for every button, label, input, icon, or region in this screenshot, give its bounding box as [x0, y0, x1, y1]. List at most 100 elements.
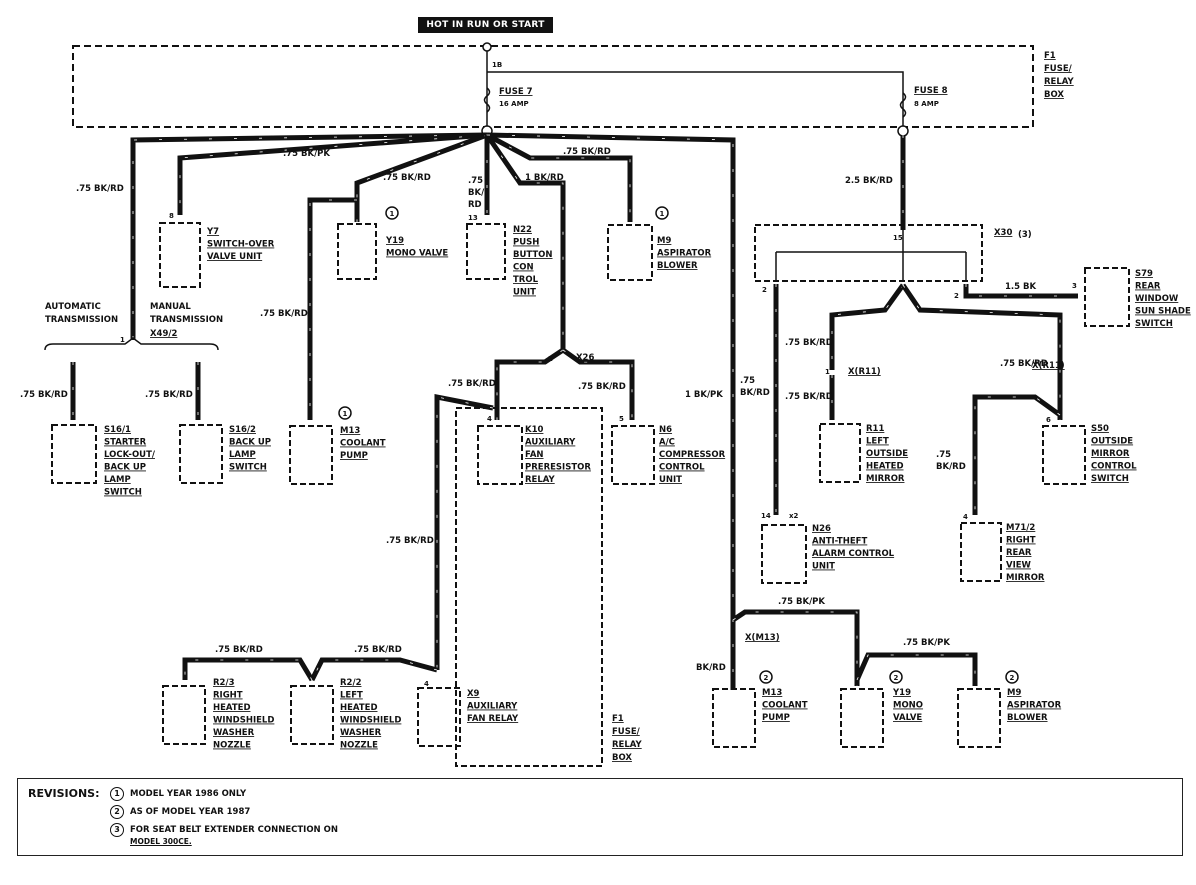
revision-badge-number: 1: [660, 210, 665, 218]
splice-icon: [897, 125, 909, 137]
component-s50-label: OUTSIDE: [1091, 437, 1133, 447]
transmission-label: TRANSMISSION: [45, 315, 118, 325]
pin-label: 4: [487, 415, 492, 423]
fuse-relay-box-outline: [72, 45, 1034, 128]
connector-label: X(R11): [848, 367, 881, 377]
wire-label: .75 BK/RD: [215, 645, 263, 655]
wire-main-left: [130, 132, 488, 340]
connector-x30-outline: [754, 224, 983, 282]
wire-label: .75 BK/RD: [1000, 359, 1048, 369]
wire-stripe: [902, 284, 1061, 420]
component-y19-label: MONO VALVE: [386, 249, 448, 259]
transmission-label: TRANSMISSION: [150, 315, 223, 325]
component-r11-box: [819, 423, 861, 483]
component-r23-label: R2/3: [213, 678, 235, 688]
component-s16_2-label: LAMP: [229, 450, 256, 460]
pin-label: 4: [424, 680, 429, 688]
component-s79-box: [1084, 267, 1130, 327]
component-r22-label: WASHER: [340, 728, 382, 738]
wire-label: .75 BK/RD: [145, 390, 193, 400]
pin-label: 1: [120, 336, 125, 344]
fuse-8-name: FUSE 8: [914, 86, 948, 96]
fuse-relay-box-lower-label: BOX: [612, 753, 632, 763]
revision-number-badge: 3: [110, 823, 124, 837]
component-x9-label: FAN RELAY: [467, 714, 519, 724]
component-s16_2-label: BACK UP: [229, 438, 271, 448]
transmission-label: MANUAL: [150, 302, 191, 312]
component-s50-label: SWITCH: [1091, 474, 1129, 484]
fuse-8-feed: [487, 71, 904, 130]
pin-label: 8: [169, 212, 174, 220]
component-s16_1-label: SWITCH: [104, 488, 142, 498]
component-m13-box: [289, 425, 333, 485]
pin-label: 14: [761, 512, 771, 520]
pin-label: 2: [954, 292, 959, 300]
wire-r23: [182, 657, 315, 682]
wire-label: .75 BK/PK: [778, 597, 825, 607]
component-m71-label: M71/2: [1006, 523, 1035, 533]
pin-label: 2: [762, 286, 767, 294]
pin-label: 15: [893, 234, 903, 242]
revision-item: 3 FOR SEAT BELT EXTENDER CONNECTION ON: [110, 823, 338, 837]
component-r22-label: R2/2: [340, 678, 362, 688]
revision-badge-number: 1: [343, 410, 348, 418]
revision-text: MODEL YEAR 1986 ONLY: [130, 789, 247, 799]
component-n6-label: N6: [659, 425, 672, 435]
revision-badge-number: 1: [390, 210, 395, 218]
component-k10-label: FAN: [525, 450, 544, 460]
component-k10-label: RELAY: [525, 475, 556, 485]
component-s16_2-label: SWITCH: [229, 463, 267, 473]
component-n22-label: CON: [513, 263, 534, 273]
component-r22-label: WINDSHIELD: [340, 716, 401, 726]
component-m9-label: ASPIRATOR: [657, 249, 712, 259]
wire-label: RD: [468, 200, 482, 210]
revision-item: 2 AS OF MODEL YEAR 1987: [110, 805, 250, 819]
component-y7-label: VALVE UNIT: [207, 252, 262, 262]
component-x9-box: [417, 687, 461, 747]
component-y19b-box: [840, 688, 884, 748]
component-r11-label: R11: [866, 424, 884, 434]
fuse-8-rating: 8 AMP: [914, 100, 939, 108]
component-m13-label: M13: [340, 426, 360, 436]
revision-subtext: MODEL 300CE.: [130, 837, 192, 846]
wire-label: .75 BK/RD: [785, 338, 833, 348]
component-r11-label: OUTSIDE: [866, 449, 908, 459]
wire-label: .75 BK/RD: [563, 147, 611, 157]
component-x9-label: X9: [467, 689, 480, 699]
component-n26-box: [761, 524, 807, 584]
component-s79-label: S79: [1135, 269, 1153, 279]
pin-label: 5: [619, 415, 624, 423]
wire-m71: [972, 394, 1062, 515]
power-source-header: HOT IN RUN OR START: [418, 17, 553, 33]
component-m9b-label: M9: [1007, 688, 1021, 698]
wire-label: .75 BK/RD: [354, 645, 402, 655]
pin-label: 13: [468, 214, 478, 222]
wire-label: .75: [468, 176, 483, 186]
wire-label: 1 BK/RD: [525, 173, 564, 183]
component-n6-label: COMPRESSOR: [659, 450, 726, 460]
fuse-8-icon: [899, 92, 907, 118]
wire-stripe: [436, 396, 494, 670]
component-r22-label: HEATED: [340, 703, 378, 713]
wire-m9b: [854, 652, 978, 686]
pin-label: 2: [548, 355, 553, 363]
component-n22-label: N22: [513, 225, 532, 235]
component-m13b-label: M13: [762, 688, 782, 698]
wire-stripe: [179, 134, 488, 215]
component-m13b-box: [712, 688, 756, 748]
wire-r11: [829, 283, 906, 370]
wire-label: .75 BK/RD: [386, 536, 434, 546]
component-s79-label: SWITCH: [1135, 319, 1173, 329]
transmission-bracket: [44, 337, 219, 351]
wire-stripe: [486, 134, 734, 690]
component-m71-label: REAR: [1006, 548, 1032, 558]
fuse-relay-box-label: F1: [1044, 51, 1056, 61]
fuse-relay-box-label: FUSE/: [1044, 64, 1073, 74]
component-s16_1-label: LAMP: [104, 475, 131, 485]
revisions-panel: REVISIONS: 1 MODEL YEAR 1986 ONLY 2 AS O…: [17, 778, 1183, 856]
component-y7-box: [159, 222, 201, 288]
component-n22-label: UNIT: [513, 288, 536, 298]
component-n6-label: A/C: [659, 438, 675, 448]
revision-badge-icon: [385, 206, 399, 220]
